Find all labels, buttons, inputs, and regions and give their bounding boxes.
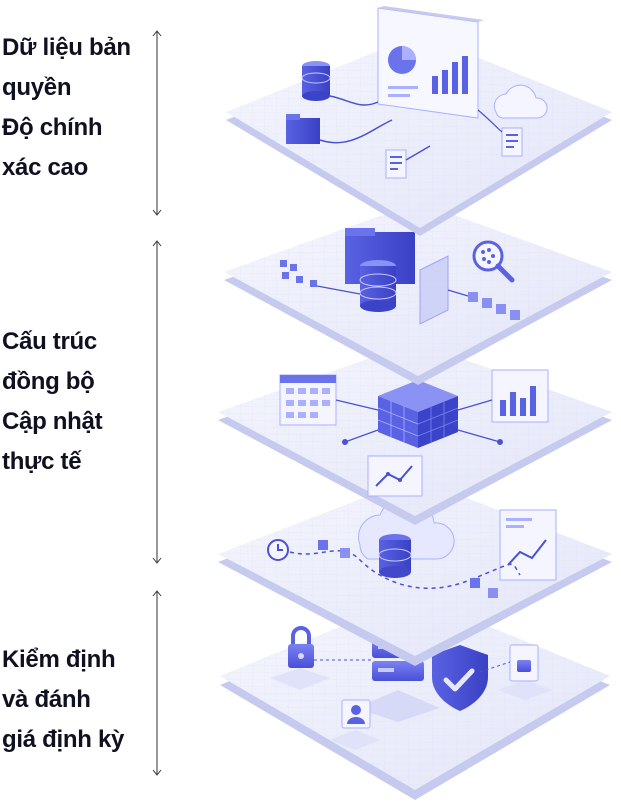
search-icon <box>472 240 515 283</box>
label-group-sync-structure: Cấu trúc đồng bộ Cập nhật thực tế <box>2 322 162 482</box>
layer-dashboard <box>226 6 612 236</box>
lock-icon <box>270 626 330 690</box>
layer-data-processing <box>224 202 612 385</box>
label-group-copyright-data: Dữ liệu bản quyền Độ chính xác cao <box>2 28 162 188</box>
dashboard-icon <box>377 6 484 119</box>
label-line: xác cao <box>2 154 88 181</box>
calendar-grid-icon <box>279 374 337 426</box>
label-line: Độ chính <box>2 114 103 141</box>
folder-icon <box>286 114 320 144</box>
line-chart-icon <box>367 455 423 497</box>
shield-check-icon <box>432 645 488 711</box>
label-line: Cập nhật <box>2 408 103 435</box>
document-icon <box>501 127 523 157</box>
layer-verification <box>220 596 610 800</box>
range-arrow-1 <box>152 30 162 216</box>
bar-chart-icon <box>491 369 549 423</box>
user-icon <box>330 699 380 750</box>
layer-sync-cloud <box>218 478 612 666</box>
cube-icon <box>377 380 459 448</box>
document-icon <box>385 149 407 179</box>
range-arrow-2 <box>152 240 162 564</box>
label-line: Dữ liệu bản <box>2 34 131 61</box>
cloud-icon <box>493 84 548 119</box>
bar-chart-icon <box>432 56 468 94</box>
pie-chart-icon <box>388 46 416 74</box>
label-line: thực tế <box>2 448 82 475</box>
range-arrow-3 <box>152 590 162 776</box>
line-chart-icon <box>499 509 557 581</box>
file-lock-icon <box>498 644 552 700</box>
database-icon <box>359 260 397 312</box>
label-line: đồng bộ <box>2 368 95 395</box>
database-icon <box>301 61 331 101</box>
clock-icon <box>267 539 289 561</box>
label-line: Kiểm định <box>2 646 116 673</box>
label-line: quyền <box>2 74 72 101</box>
glass-panel <box>419 255 449 325</box>
label-line: Cấu trúc <box>2 328 97 355</box>
label-line: giá định kỳ <box>2 726 125 753</box>
label-line: và đánh <box>2 686 91 713</box>
label-group-verification: Kiểm định và đánh giá định kỳ <box>2 640 162 760</box>
layer-cube-structure <box>218 342 612 525</box>
